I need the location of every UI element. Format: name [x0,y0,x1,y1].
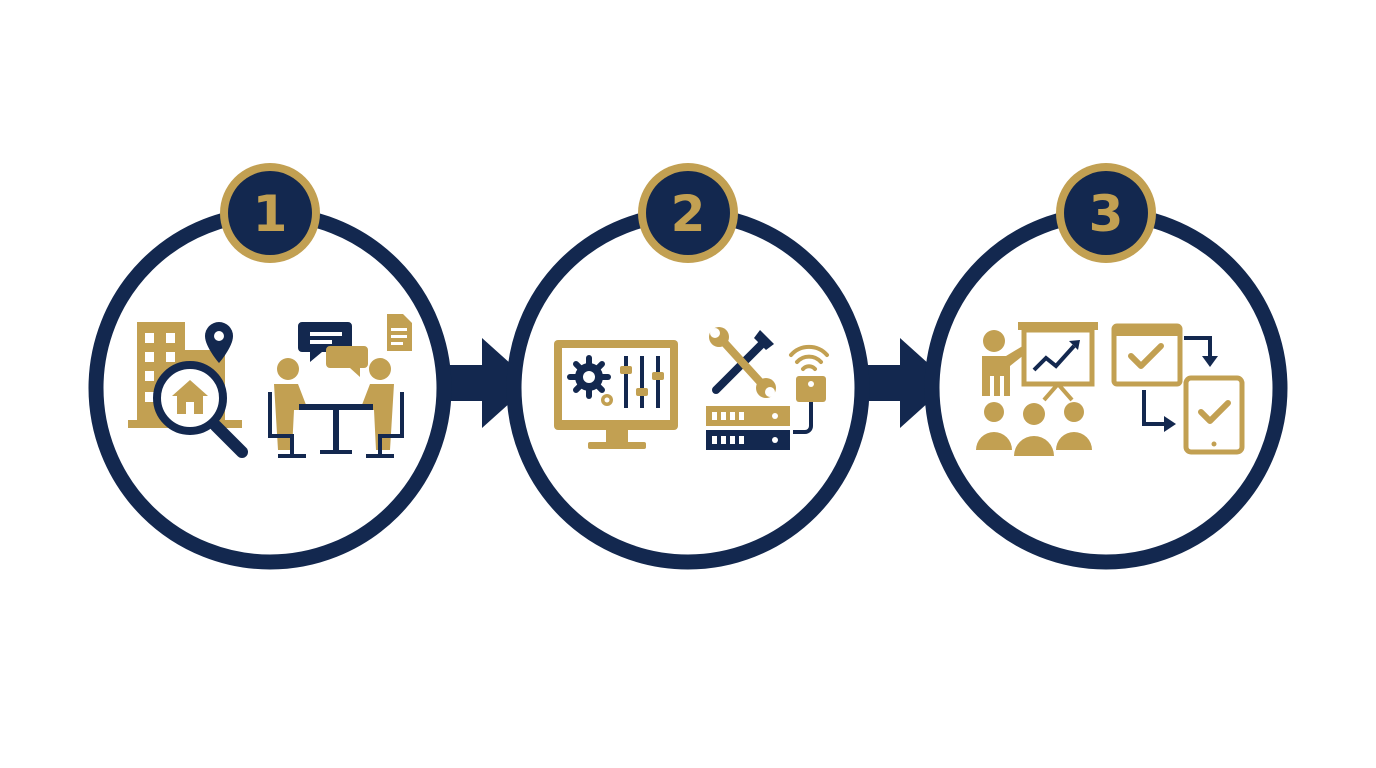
document-icon [387,314,412,351]
step-2-number: 2 [671,185,706,243]
step-3-number: 3 [1089,185,1124,243]
growth-chart-board-icon [1018,322,1098,402]
presenter-icon [982,330,1030,396]
tools-icon [709,327,776,398]
meeting-table-icon [268,358,404,458]
step-1-badge: 1 [220,163,320,263]
sliders-icon [620,356,664,408]
monitor-settings-icon [554,340,678,449]
wifi-icon [789,344,829,371]
step-1: 1 [88,163,452,570]
browser-check-icon [1111,323,1183,387]
location-pin-icon [205,322,233,363]
chat-bubbles-icon [298,322,368,377]
connector-arrow-1 [449,338,532,428]
audience-icon [976,402,1092,456]
gears-icon [567,355,613,406]
server-rack-icon [706,406,790,450]
magnifier-house-icon [153,361,248,458]
step-2: 2 [506,163,870,570]
step-1-number: 1 [253,185,288,243]
step-2-badge: 2 [638,163,738,263]
step-3-badge: 3 [1056,163,1156,263]
connector-arrow-2 [866,338,950,428]
router-device-icon [793,376,826,434]
flow-arrows-icon [1142,336,1218,432]
step-3: 3 [924,163,1288,570]
tablet-check-icon [1183,375,1245,455]
